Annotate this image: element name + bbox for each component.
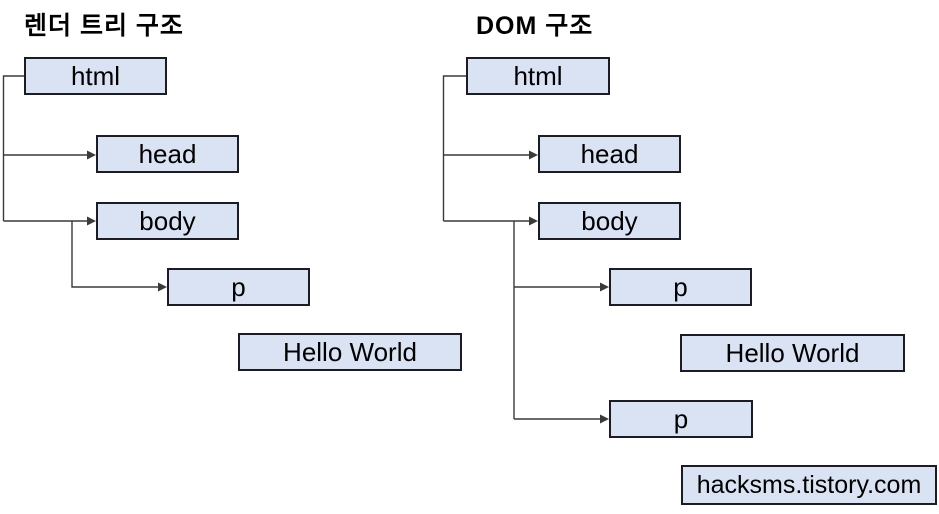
- dom-tree-node-body: body: [538, 202, 681, 240]
- dom-tree-node-p-1: p: [609, 268, 752, 306]
- dom-tree-node-hello-world: Hello World: [680, 334, 905, 372]
- arrowhead-icon: [529, 150, 538, 160]
- render-tree-node-head: head: [96, 135, 239, 173]
- arrowhead-icon: [600, 414, 609, 424]
- dom-tree-node-html: html: [466, 57, 610, 95]
- render-tree-node-p: p: [167, 268, 310, 306]
- dom-tree-node-head: head: [538, 135, 681, 173]
- render-tree-title: 렌더 트리 구조: [24, 12, 184, 40]
- dom-tree-connectors: [442, 75, 609, 424]
- arrowhead-icon: [87, 150, 96, 160]
- dom-tree-title: DOM 구조: [476, 12, 594, 40]
- dom-tree-node-p-2: p: [609, 400, 753, 438]
- render-tree-trunk-line: [2, 75, 24, 221]
- render-tree-node-html: html: [24, 57, 167, 95]
- render-tree-node-body: body: [96, 202, 239, 240]
- dom-tree-trunk-line: [442, 75, 466, 221]
- dom-tree-node-hacksms: hacksms.tistory.com: [681, 465, 937, 505]
- arrowhead-icon: [600, 282, 609, 292]
- render-tree-node-hello-world: Hello World: [238, 333, 462, 371]
- arrowhead-icon: [158, 282, 167, 292]
- arrowhead-icon: [529, 216, 538, 226]
- arrowhead-icon: [87, 216, 96, 226]
- render-tree-connectors: [2, 75, 167, 292]
